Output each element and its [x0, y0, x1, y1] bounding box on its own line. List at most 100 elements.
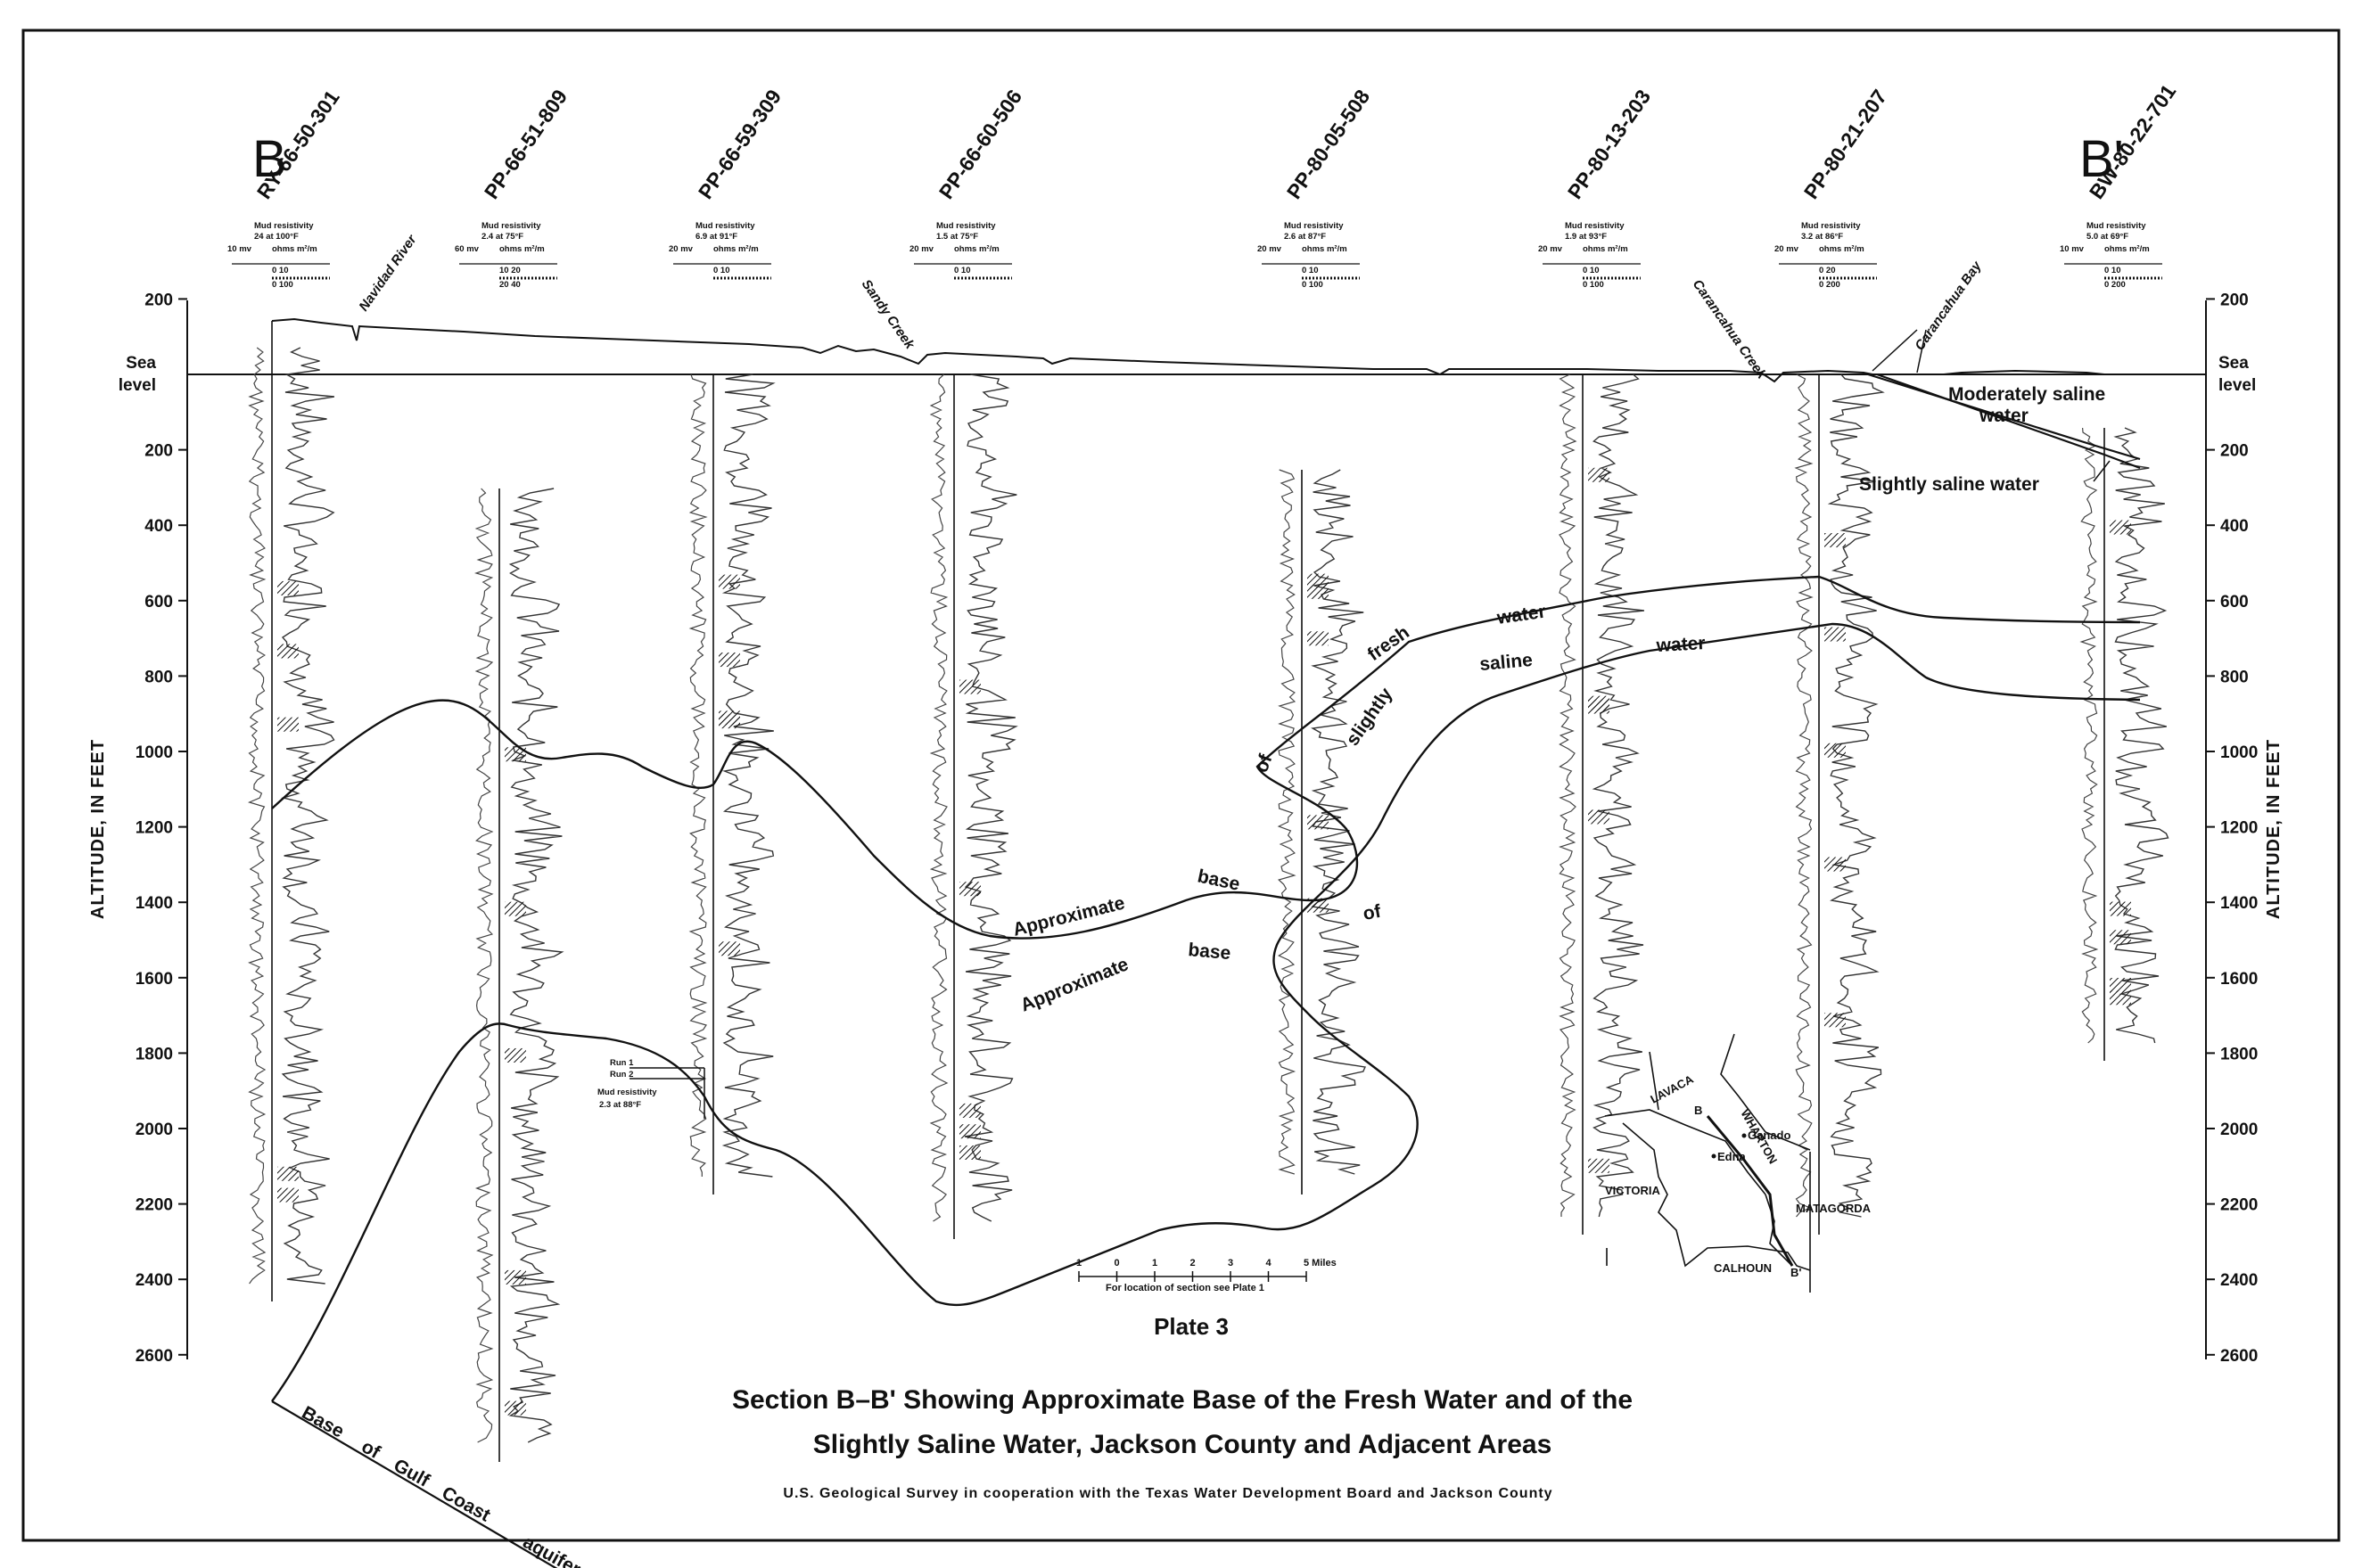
resistivity-log-curve	[964, 374, 1018, 1222]
scale-label: 1	[1076, 1258, 1082, 1268]
title-line-1: Section B–B' Showing Approximate Base of…	[732, 1385, 1633, 1415]
mud-resistivity-label: Mud resistivity	[254, 221, 314, 231]
resistivity-log-curve	[1592, 374, 1644, 1218]
sea-level-label-left: Sea	[126, 354, 156, 373]
right-tick: 1200	[2220, 819, 2258, 838]
mud-resistivity-value: 1.5 at 75°F	[936, 232, 978, 242]
title-line-2: Slightly Saline Water, Jackson County an…	[813, 1430, 1552, 1459]
resistivity-scale-2: 0 100	[1302, 280, 1323, 290]
well-id-label: PP-80-21-207	[1799, 86, 1891, 203]
resistivity-scale-1: 0 10	[2104, 266, 2121, 275]
sp-scale: 20 mv	[1538, 244, 1563, 254]
sp-log-curve	[1794, 374, 1814, 1218]
right-tick: 600	[2220, 593, 2249, 612]
left-tick: 200	[144, 442, 173, 461]
mud-resistivity-label: Mud resistivity	[2086, 221, 2146, 231]
base-of-fresh-water-line	[271, 575, 2141, 940]
left-tick: 400	[144, 517, 173, 536]
right-altitude-axis: 2002004006008001000120014001600180020002…	[2205, 291, 2284, 1366]
resistivity-log-curve	[1827, 374, 1885, 1218]
well-id-label: PP-80-13-203	[1563, 86, 1655, 203]
sp-scale: 10 mv	[227, 244, 252, 254]
navidad-river-label: Navidad River	[356, 232, 420, 315]
sp-scale: 20 mv	[1257, 244, 1282, 254]
left-tick: 2400	[136, 1271, 173, 1290]
left-tick: 2600	[136, 1347, 173, 1366]
gulf-coast-label: Coast	[439, 1482, 494, 1525]
fresh-water-label: water	[1495, 602, 1548, 629]
resistivity-scale-2: 20 40	[499, 280, 521, 290]
resistivity-units: ohms m²/m	[1583, 244, 1628, 254]
left-tick: 200	[144, 291, 173, 309]
resistivity-scale-1: 0 10	[1302, 266, 1319, 275]
resistivity-log-curve	[281, 347, 335, 1285]
gulf-gulf-label: Gulf	[391, 1455, 434, 1491]
saline-saline-label: saline	[1478, 650, 1533, 675]
sea-level-label-right-2: level	[2218, 376, 2256, 395]
right-tick: 2600	[2220, 1347, 2258, 1366]
left-tick: 800	[144, 668, 173, 686]
svg-text:Mud resistivity: Mud resistivity	[597, 1088, 657, 1097]
scale-label: 1	[1152, 1258, 1157, 1268]
sp-log-curve	[688, 374, 708, 1177]
sp-scale: 20 mv	[1774, 244, 1799, 254]
scale-label: 5 Miles	[1304, 1258, 1337, 1268]
well-id-label: PP-66-59-309	[694, 86, 786, 203]
map-matagorda: MATAGORDA	[1796, 1202, 1872, 1215]
mud-resistivity-value: 6.9 at 91°F	[695, 232, 737, 242]
right-tick: 200	[2220, 442, 2249, 461]
sp-log-curve	[473, 488, 494, 1443]
base-of-gulf-coast-aquifer-line	[271, 1400, 558, 1568]
sp-log-curve	[929, 374, 949, 1222]
left-tick: 1400	[136, 894, 173, 913]
saline-base-label: base	[1188, 940, 1232, 964]
map-b-start: B	[1694, 1104, 1702, 1117]
sp-log-curve	[2079, 427, 2099, 1044]
saline-water-label: water	[1655, 633, 1706, 656]
map-b-end: B'	[1790, 1266, 1801, 1279]
mud-resistivity-value: 5.0 at 69°F	[2086, 232, 2128, 242]
resistivity-units: ohms m²/m	[713, 244, 759, 254]
mud-resistivity-label: Mud resistivity	[481, 221, 541, 231]
sp-scale: 20 mv	[909, 244, 934, 254]
slightly-saline-water-label: Slightly saline water	[1859, 474, 2039, 495]
resistivity-scale-2: 0 100	[272, 280, 293, 290]
gulf-of-label: of	[358, 1436, 384, 1463]
map-victoria: VICTORIA	[1605, 1184, 1660, 1197]
right-tick: 200	[2220, 291, 2249, 309]
resistivity-log-curve	[721, 374, 776, 1178]
resistivity-scale-1: 0 10	[272, 266, 289, 275]
mud-resistivity-label: Mud resistivity	[1565, 221, 1625, 231]
resistivity-scale-1: 0 10	[1583, 266, 1600, 275]
left-tick: 1200	[136, 819, 173, 838]
left-altitude-axis: 2002004006008001000120014001600180020002…	[88, 291, 188, 1366]
mud-resistivity-label: Mud resistivity	[936, 221, 996, 231]
left-axis-title: ALTITUDE, IN FEET	[88, 739, 108, 919]
resistivity-scale-2: 0 200	[1819, 280, 1840, 290]
map-edna: Edna	[1717, 1150, 1747, 1163]
plate-border	[21, 29, 2341, 1542]
right-tick: 1000	[2220, 743, 2258, 762]
resistivity-units: ohms m²/m	[499, 244, 545, 254]
run-note: Run 1 Run 2 Mud resistivity 2.3 at 88°F	[597, 1058, 657, 1110]
credit-line: U.S. Geological Survey in cooperation wi…	[783, 1486, 1552, 1501]
resistivity-log-curve	[508, 488, 564, 1443]
left-tick: 600	[144, 593, 173, 612]
right-tick: 400	[2220, 517, 2249, 536]
sp-log-curve	[1277, 469, 1296, 1175]
sea-level-label-left-2: level	[119, 376, 156, 395]
resistivity-units: ohms m²/m	[1819, 244, 1864, 254]
right-axis-title: ALTITUDE, IN FEET	[2264, 739, 2284, 919]
mud-resistivity-value: 1.9 at 93°F	[1565, 232, 1607, 242]
resistivity-scale-1: 0 10	[954, 266, 971, 275]
right-tick: 800	[2220, 668, 2249, 686]
resistivity-units: ohms m²/m	[954, 244, 1000, 254]
svg-text:2.3 at 88°F: 2.3 at 88°F	[599, 1100, 641, 1110]
